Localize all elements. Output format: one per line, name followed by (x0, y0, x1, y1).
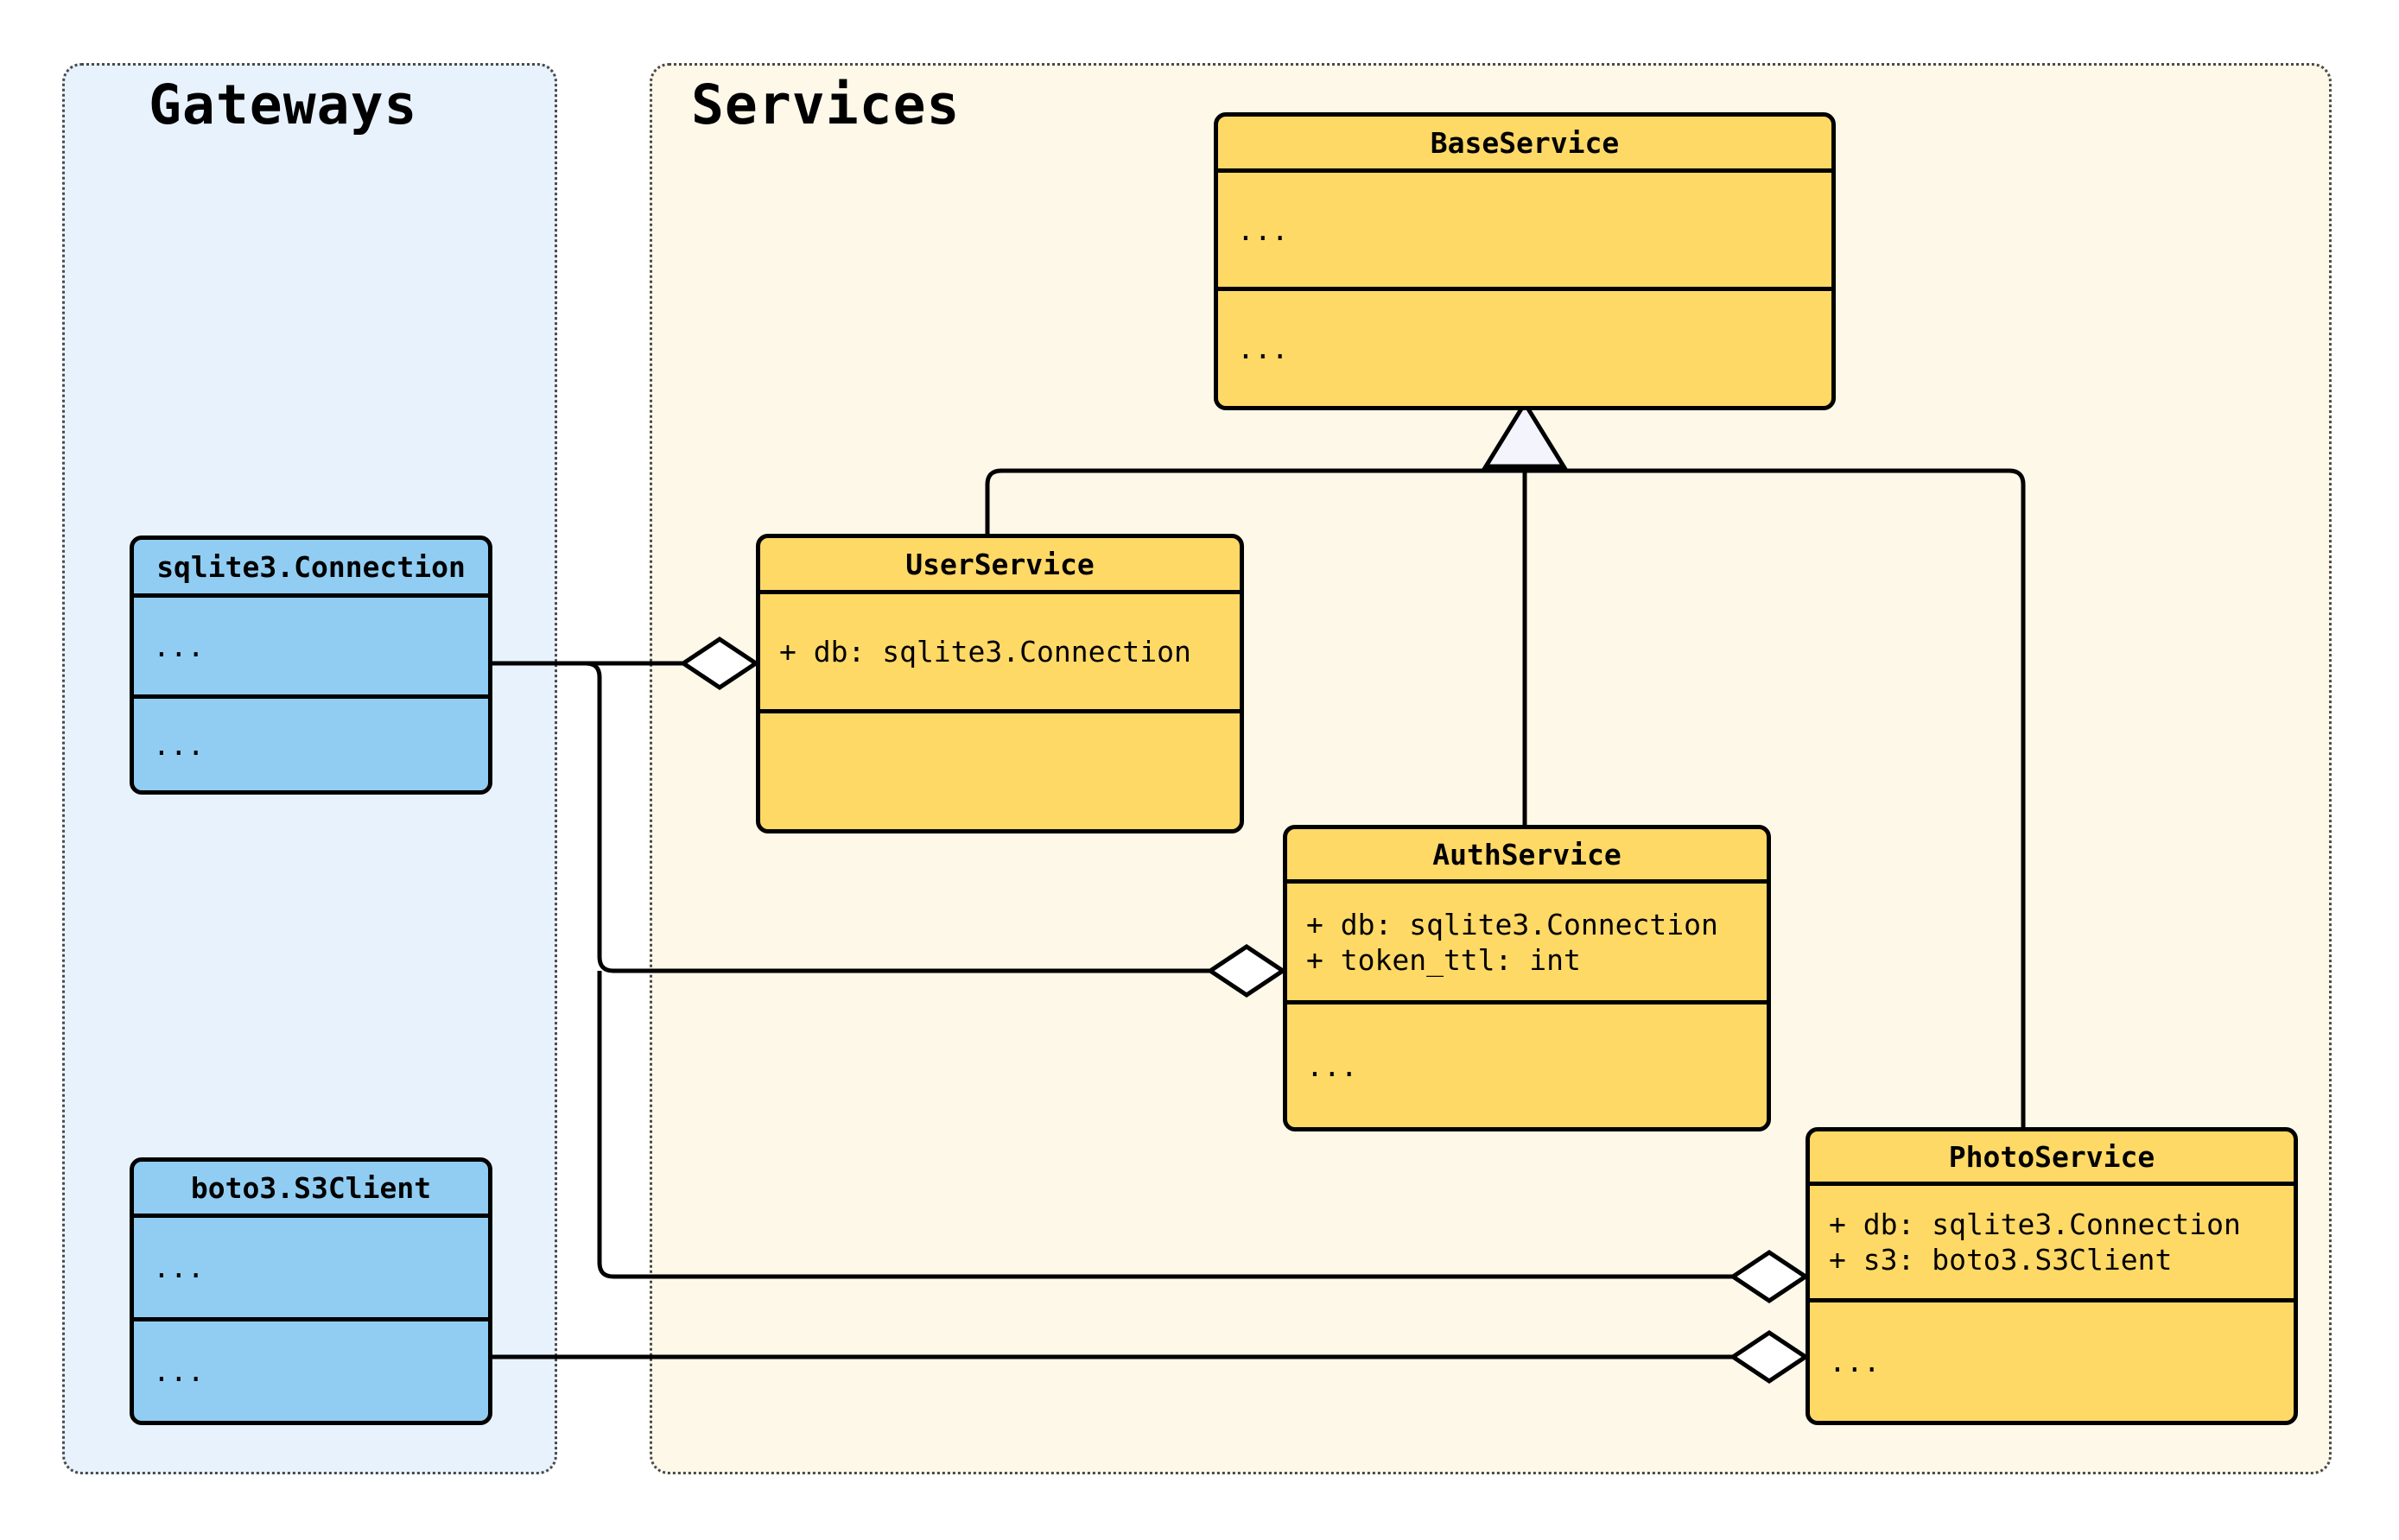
class-sqlite3-connection-name: sqlite3.Connection (156, 549, 466, 584)
class-photo-service-methods: ... (1810, 1298, 2294, 1421)
class-base-service-methods: ... (1218, 287, 1831, 406)
class-boto3-s3client-attributes-text: ... (153, 1251, 205, 1284)
class-photo-service-attributes-text: + db: sqlite3.Connection + s3: boto3.S3C… (1829, 1207, 2241, 1277)
class-photo-service-header: PhotoService (1810, 1131, 2294, 1182)
class-boto3-s3client-methods: ... (134, 1317, 488, 1421)
class-photo-service-attributes: + db: sqlite3.Connection + s3: boto3.S3C… (1810, 1182, 2294, 1298)
class-auth-service-name: AuthService (1432, 837, 1622, 871)
class-user-service[interactable]: UserService + db: sqlite3.Connection (756, 534, 1244, 833)
class-auth-service[interactable]: AuthService + db: sqlite3.Connection + t… (1283, 825, 1771, 1131)
class-base-service-attributes: ... (1218, 168, 1831, 287)
class-auth-service-attributes: + db: sqlite3.Connection + token_ttl: in… (1287, 879, 1767, 1000)
class-sqlite3-connection-methods: ... (134, 694, 488, 790)
class-boto3-s3client-header: boto3.S3Client (134, 1162, 488, 1214)
class-auth-service-methods-text: ... (1306, 1049, 1358, 1083)
aggregation-sqlite-elbow-top (585, 661, 602, 678)
aggregation-sqlite-elbow-auth (597, 956, 614, 973)
class-user-service-methods (760, 709, 1240, 829)
class-boto3-s3client-attributes: ... (134, 1214, 488, 1317)
package-services-title: Services (691, 73, 961, 136)
class-sqlite3-connection-attributes-text: ... (153, 629, 205, 663)
class-photo-service-name: PhotoService (1948, 1139, 2155, 1174)
class-boto3-s3client-methods-text: ... (153, 1354, 205, 1388)
class-base-service-name: BaseService (1430, 125, 1620, 160)
aggregation-sqlite-elbow-photo (597, 1262, 614, 1279)
class-base-service-header: BaseService (1218, 117, 1831, 168)
class-auth-service-methods: ... (1287, 1000, 1767, 1127)
package-gateways-title: Gateways (149, 73, 418, 136)
class-base-service-methods-text: ... (1237, 332, 1289, 365)
class-sqlite3-connection-methods-text: ... (153, 727, 205, 762)
class-user-service-header: UserService (760, 538, 1240, 590)
class-sqlite3-connection-header: sqlite3.Connection (134, 540, 488, 593)
class-auth-service-header: AuthService (1287, 829, 1767, 879)
class-photo-service-methods-text: ... (1829, 1345, 1881, 1378)
class-photo-service[interactable]: PhotoService + db: sqlite3.Connection + … (1806, 1127, 2298, 1425)
class-boto3-s3client[interactable]: boto3.S3Client ... ... (130, 1157, 492, 1425)
class-auth-service-attributes-text: + db: sqlite3.Connection + token_ttl: in… (1306, 907, 1718, 977)
class-user-service-name: UserService (905, 547, 1095, 581)
class-base-service[interactable]: BaseService ... ... (1214, 112, 1836, 410)
class-user-service-attributes-text: + db: sqlite3.Connection (779, 635, 1191, 669)
class-user-service-attributes: + db: sqlite3.Connection (760, 590, 1240, 709)
class-base-service-attributes-text: ... (1237, 212, 1289, 247)
class-sqlite3-connection-attributes: ... (134, 593, 488, 694)
class-boto3-s3client-name: boto3.S3Client (190, 1170, 432, 1205)
class-sqlite3-connection[interactable]: sqlite3.Connection ... ... (130, 536, 492, 795)
